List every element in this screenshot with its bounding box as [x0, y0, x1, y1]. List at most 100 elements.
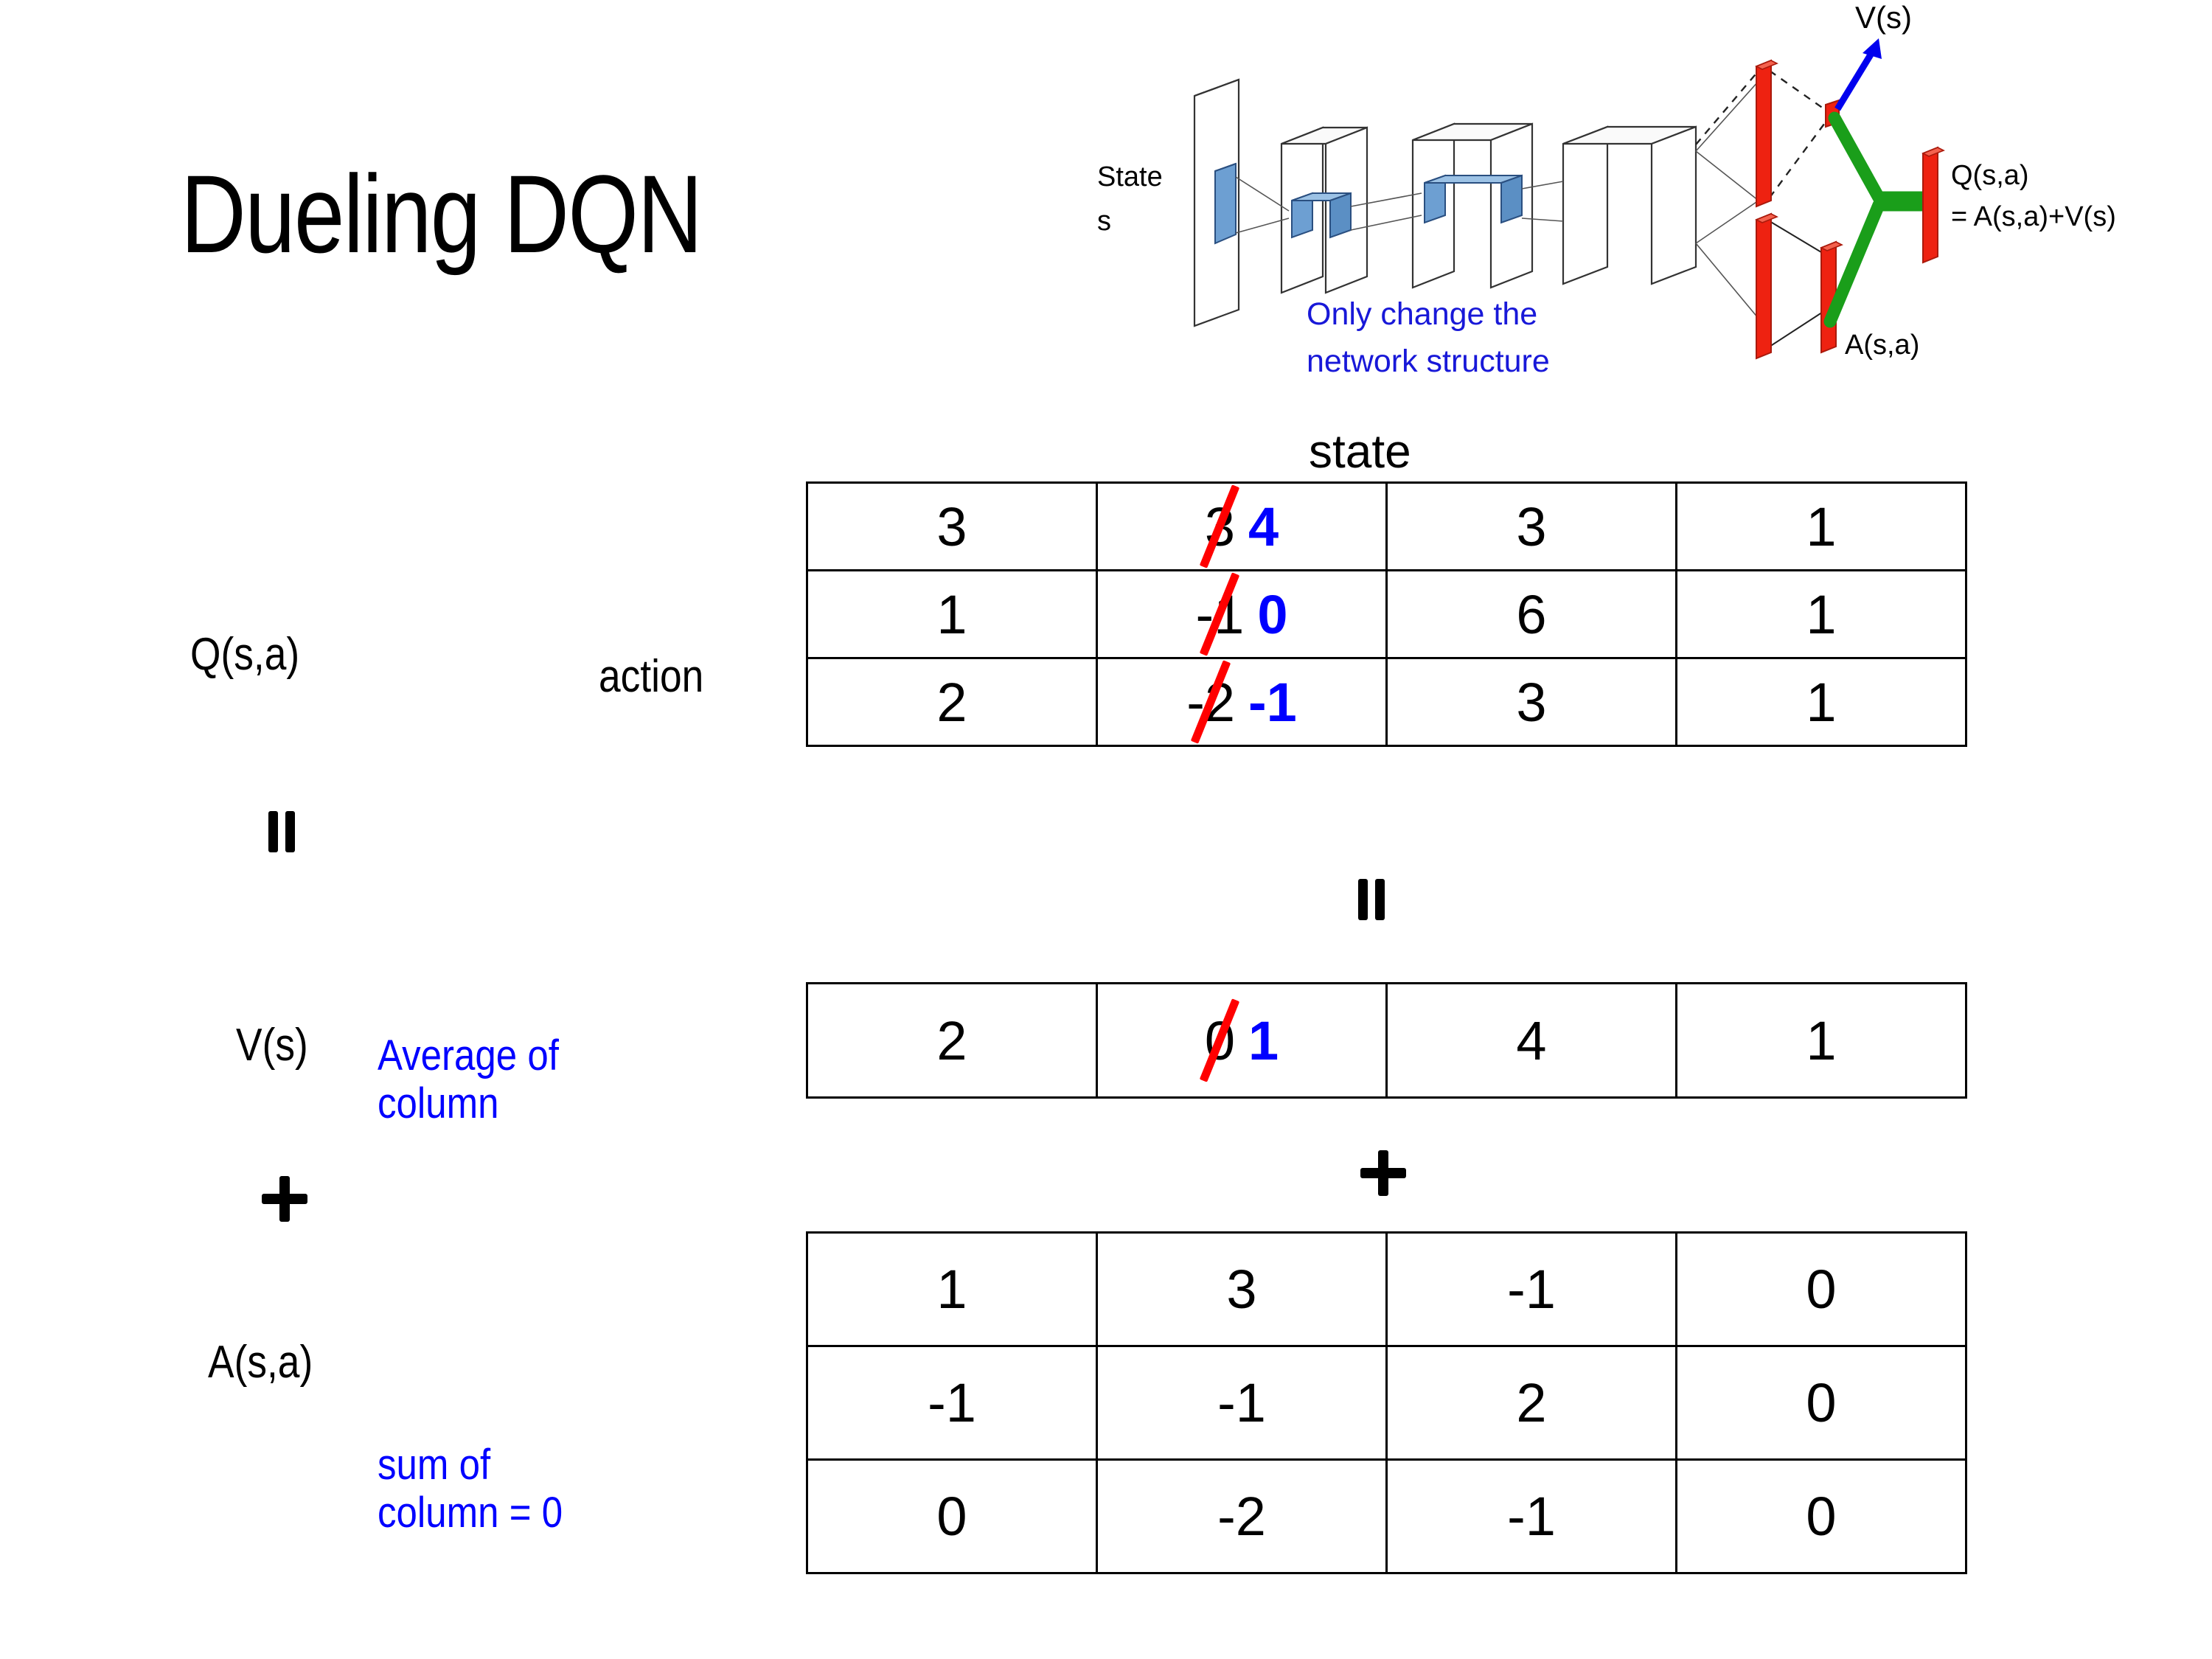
- cell-value: 1: [936, 1259, 967, 1320]
- table-cell: -1: [1385, 1231, 1677, 1347]
- corrected-value: 0: [1257, 583, 1288, 645]
- cell-value: 3: [1226, 1259, 1257, 1320]
- cell-value: 0: [1806, 1486, 1837, 1547]
- table-row: 0 -2 -1 0: [806, 1458, 1967, 1574]
- table-cell: 3: [1096, 1231, 1388, 1347]
- average-note-line2: column: [378, 1079, 499, 1127]
- struck-value: 0: [1204, 1009, 1235, 1071]
- cell-value: 2: [1516, 1372, 1547, 1433]
- cell-value: 1: [1806, 1009, 1837, 1071]
- diagram-qsa-label: Q(s,a): [1951, 160, 2029, 191]
- table-cell: 1: [806, 569, 1098, 659]
- diagram-note-line1: Only change the: [1307, 296, 1537, 332]
- table-cell: 0: [806, 1458, 1098, 1574]
- table-cell: 4: [1385, 982, 1677, 1099]
- cell-value: 1: [1806, 583, 1837, 645]
- cell-value: 0: [1806, 1259, 1837, 1320]
- struck-value: -2: [1186, 671, 1235, 733]
- corrected-value: 1: [1248, 1009, 1279, 1071]
- table-cell: 0: [1675, 1345, 1967, 1461]
- table-cell: 2: [1385, 1345, 1677, 1461]
- table-cell: -2-1: [1096, 657, 1388, 747]
- sum-of-column-note: sum of column = 0: [378, 1441, 563, 1537]
- average-note-line1: Average of: [378, 1032, 559, 1079]
- cell-value: 2: [936, 671, 967, 733]
- table-row: 2 -2-1 3 1: [806, 657, 1967, 747]
- table-cell: -2: [1096, 1458, 1388, 1574]
- equals-operator-middle: [1354, 879, 1388, 920]
- page-title: Dueling DQN: [181, 152, 703, 276]
- v-table-label: V(s): [236, 1020, 308, 1071]
- cell-value: 1: [1806, 495, 1837, 557]
- table-cell: 1: [806, 1231, 1098, 1347]
- cell-value: -1: [1507, 1486, 1556, 1547]
- table-cell: 3: [806, 481, 1098, 571]
- action-axis-label: action: [599, 651, 704, 702]
- table-cell: 2: [806, 982, 1098, 1099]
- plus-operator-middle: [1360, 1150, 1406, 1196]
- a-value-table: 1 3 -1 0 -1 -1 2 0 0 -2 -1 0: [806, 1231, 1967, 1574]
- diagram-vs-label: V(s): [1855, 0, 1912, 35]
- diagram-asa-label: A(s,a): [1845, 330, 1919, 361]
- table-cell: 1: [1675, 982, 1967, 1099]
- cell-value: -1: [1507, 1259, 1556, 1320]
- diagram-note-line2: network structure: [1307, 344, 1550, 379]
- q-table-label: Q(s,a): [190, 629, 300, 680]
- table-cell: 2: [806, 657, 1098, 747]
- cell-value: 1: [1806, 671, 1837, 733]
- corrected-value: 4: [1248, 495, 1279, 557]
- struck-value: 3: [1204, 495, 1235, 557]
- table-cell: 3: [1385, 657, 1677, 747]
- table-cell: 1: [1675, 657, 1967, 747]
- cell-value: 4: [1516, 1009, 1547, 1071]
- table-cell: -1: [1385, 1458, 1677, 1574]
- cell-value: 3: [1516, 495, 1547, 557]
- table-row: -1 -1 2 0: [806, 1345, 1967, 1461]
- table-cell: 0: [1675, 1458, 1967, 1574]
- table-cell: 6: [1385, 569, 1677, 659]
- state-axis-label: state: [1309, 425, 1411, 478]
- sum-note-line2: column = 0: [378, 1488, 563, 1537]
- table-row: 1 3 -1 0: [806, 1231, 1967, 1347]
- cell-value: 0: [936, 1486, 967, 1547]
- cell-value: 1: [936, 583, 967, 645]
- diagram-qsa-formula: = A(s,a)+V(s): [1951, 201, 2116, 232]
- table-cell: 1: [1675, 481, 1967, 571]
- table-cell: 0: [1675, 1231, 1967, 1347]
- plus-operator-left: [262, 1176, 307, 1222]
- cell-value: 3: [936, 495, 967, 557]
- table-cell: 3: [1385, 481, 1677, 571]
- cell-value: 6: [1516, 583, 1547, 645]
- a-table-body: 1 3 -1 0 -1 -1 2 0 0 -2 -1 0: [806, 1231, 1967, 1574]
- corrected-cell: -2-1: [1186, 671, 1297, 734]
- diagram-state-label: State: [1097, 161, 1163, 192]
- struck-value: -1: [1195, 583, 1245, 645]
- cell-value: -1: [1217, 1372, 1266, 1433]
- cell-value: -1: [928, 1372, 976, 1433]
- equals-operator-left: [264, 811, 298, 852]
- cell-value: 2: [936, 1009, 967, 1071]
- table-cell: 1: [1675, 569, 1967, 659]
- dueling-network-diagram: V(s) State s A(s,a) Q(s,a) = A(s,a)+V(s)…: [1091, 0, 2212, 413]
- a-table-label: A(s,a): [208, 1337, 313, 1388]
- average-of-column-note: Average of column: [378, 1032, 559, 1128]
- cell-value: 0: [1806, 1372, 1837, 1433]
- cell-value: -2: [1217, 1486, 1266, 1547]
- table-cell: -1: [806, 1345, 1098, 1461]
- cell-value: 3: [1516, 671, 1547, 733]
- corrected-value: -1: [1248, 671, 1297, 733]
- table-cell: -1: [1096, 1345, 1388, 1461]
